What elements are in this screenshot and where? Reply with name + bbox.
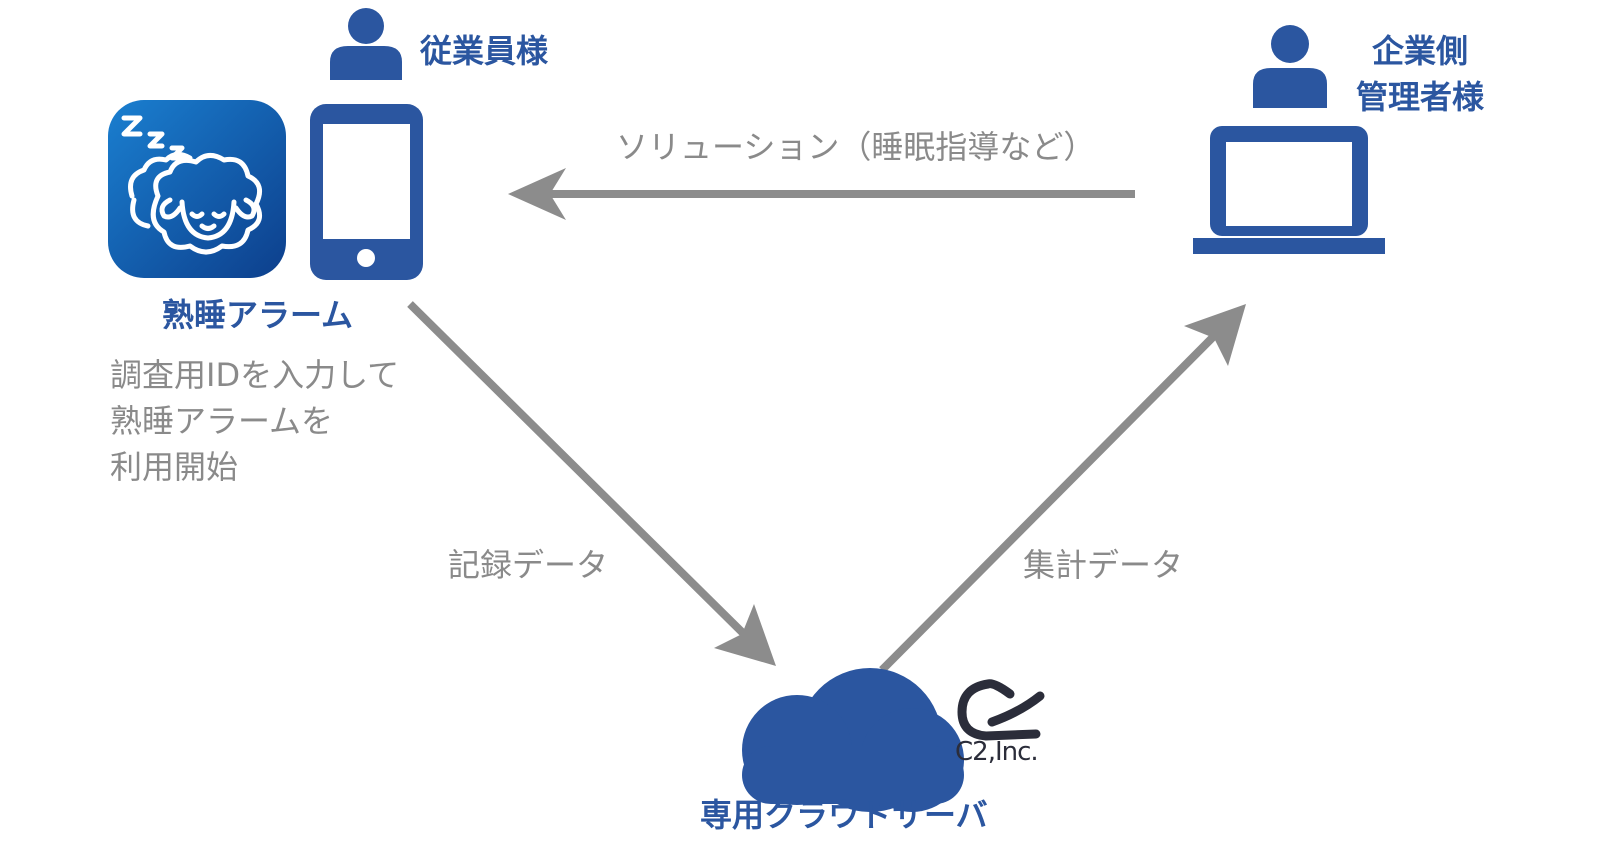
instruction-line-2: 熟睡アラームを (110, 402, 334, 440)
admin-label: 企業側 管理者様 (1340, 28, 1500, 120)
sleep-app-icon (108, 100, 286, 278)
record-arrow (407, 301, 776, 666)
solution-label: ソリューション（睡眠指導など） (616, 128, 1096, 166)
cloud-icon (742, 668, 964, 812)
laptop-icon (1193, 126, 1385, 254)
aggregate-data-label: 集計データ (1023, 546, 1184, 584)
smartphone-icon (310, 104, 423, 280)
aggregate-arrow (879, 304, 1246, 673)
cloud-server-label: 専用クラウドサーバ (700, 796, 988, 834)
app-instructions: 調査用IDを入力して 熟睡アラームを 利用開始 (110, 352, 399, 490)
app-name-label: 熟睡アラーム (162, 296, 354, 334)
admin-label-line-2: 管理者様 (1355, 78, 1484, 116)
instruction-line-3: 利用開始 (110, 448, 239, 486)
instruction-line-1: 調査用IDを入力して (110, 356, 400, 394)
c2-logo (957, 679, 1045, 741)
c2-logo-text: C2,Inc. (955, 737, 1039, 767)
employee-person-icon (330, 8, 402, 80)
admin-label-line-1: 企業側 (1371, 32, 1468, 70)
employee-label: 従業員様 (420, 32, 549, 70)
solution-arrow (508, 168, 1135, 220)
record-data-label: 記録データ (448, 546, 609, 584)
admin-person-icon (1253, 25, 1327, 108)
